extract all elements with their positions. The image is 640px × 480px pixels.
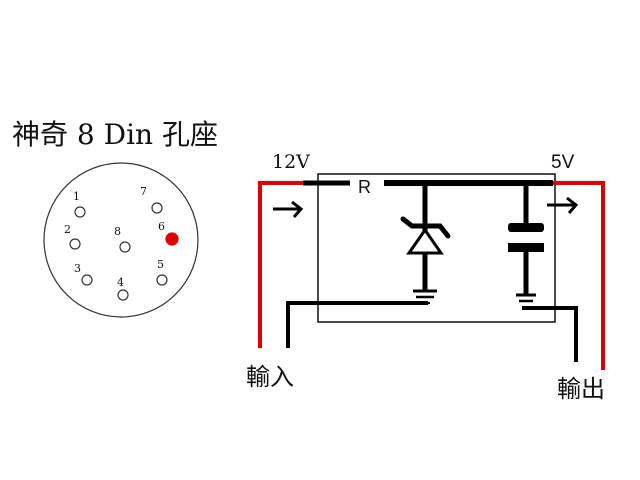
pin-5-label: 5 [157, 258, 164, 271]
pin-3-label: 3 [74, 262, 81, 275]
pin-5-hole [156, 274, 168, 286]
zener-diode [400, 183, 451, 304]
capacitor [508, 183, 544, 303]
pin-4-hole [117, 289, 129, 301]
input-arrow-icon [273, 200, 304, 218]
output-arrow-icon [547, 196, 579, 214]
circuit: R 12V 5V 輸入 [246, 151, 605, 403]
pin-4-label: 4 [117, 276, 124, 289]
pin-6-hole [165, 232, 179, 246]
pin-2-hole [69, 238, 81, 250]
output-red-wire [553, 181, 605, 370]
output-label: 輸出 [557, 375, 605, 403]
pin-8-label: 8 [114, 225, 121, 238]
input-voltage-label: 12V [272, 151, 310, 173]
connector-outline [43, 162, 199, 318]
regulator-box [317, 173, 556, 323]
pin-7-label: 7 [140, 185, 147, 198]
resistor-label: R [358, 177, 371, 197]
pin-2-label: 2 [64, 223, 71, 236]
output-ground-wire [522, 306, 578, 362]
input-red-wire [258, 181, 303, 348]
pin-1-label: 1 [73, 190, 80, 203]
din-connector: 1 2 3 4 5 6 7 8 [43, 162, 199, 318]
pin-6-label: 6 [158, 220, 165, 233]
input-label: 輸入 [246, 363, 294, 391]
title: 神奇 8 Din 孔座 [12, 118, 218, 151]
output-voltage-label: 5V [551, 152, 575, 173]
pin-1-hole [74, 206, 86, 218]
pin-3-hole [81, 274, 93, 286]
input-ground-wire [286, 301, 428, 348]
pin-7-hole [151, 202, 163, 214]
pin-8-hole [119, 241, 131, 253]
